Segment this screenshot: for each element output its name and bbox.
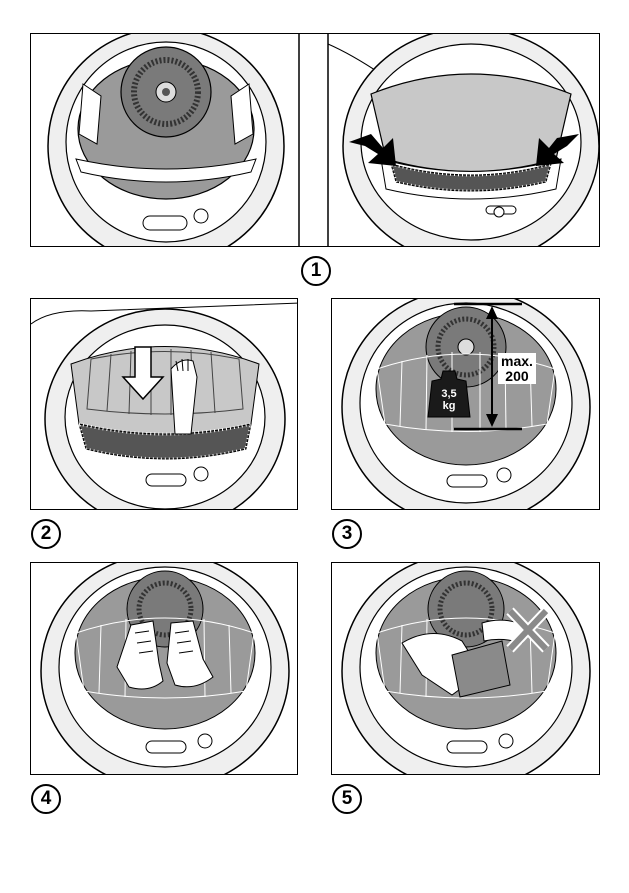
figure-2-panel [30, 298, 298, 510]
figure-4-panel [30, 562, 298, 775]
weight-label-line1: 3,5 [436, 389, 462, 401]
figure-1-illustration [31, 34, 600, 247]
weight-label-line2: kg [436, 401, 462, 413]
step-number-1: 1 [301, 256, 331, 286]
step-number-3: 3 [332, 519, 362, 549]
max-load-label: max. 200 [498, 353, 536, 384]
max-label-line1: max. [501, 354, 533, 369]
dryer-drum-left-view [48, 34, 328, 247]
figure-3-panel: max. 200 3,5 kg [331, 298, 600, 510]
figure-3-illustration [332, 299, 600, 510]
step-number-5: 5 [332, 784, 362, 814]
weight-label: 3,5 kg [436, 389, 462, 412]
figure-2-illustration [31, 299, 298, 510]
figure-5-illustration [332, 563, 600, 775]
step-number-2: 2 [31, 519, 61, 549]
figure-4-illustration [31, 563, 298, 775]
step-number-4: 4 [31, 784, 61, 814]
max-label-line2: 200 [501, 369, 533, 384]
figure-1-panel [30, 33, 600, 247]
figure-5-panel [331, 562, 600, 775]
